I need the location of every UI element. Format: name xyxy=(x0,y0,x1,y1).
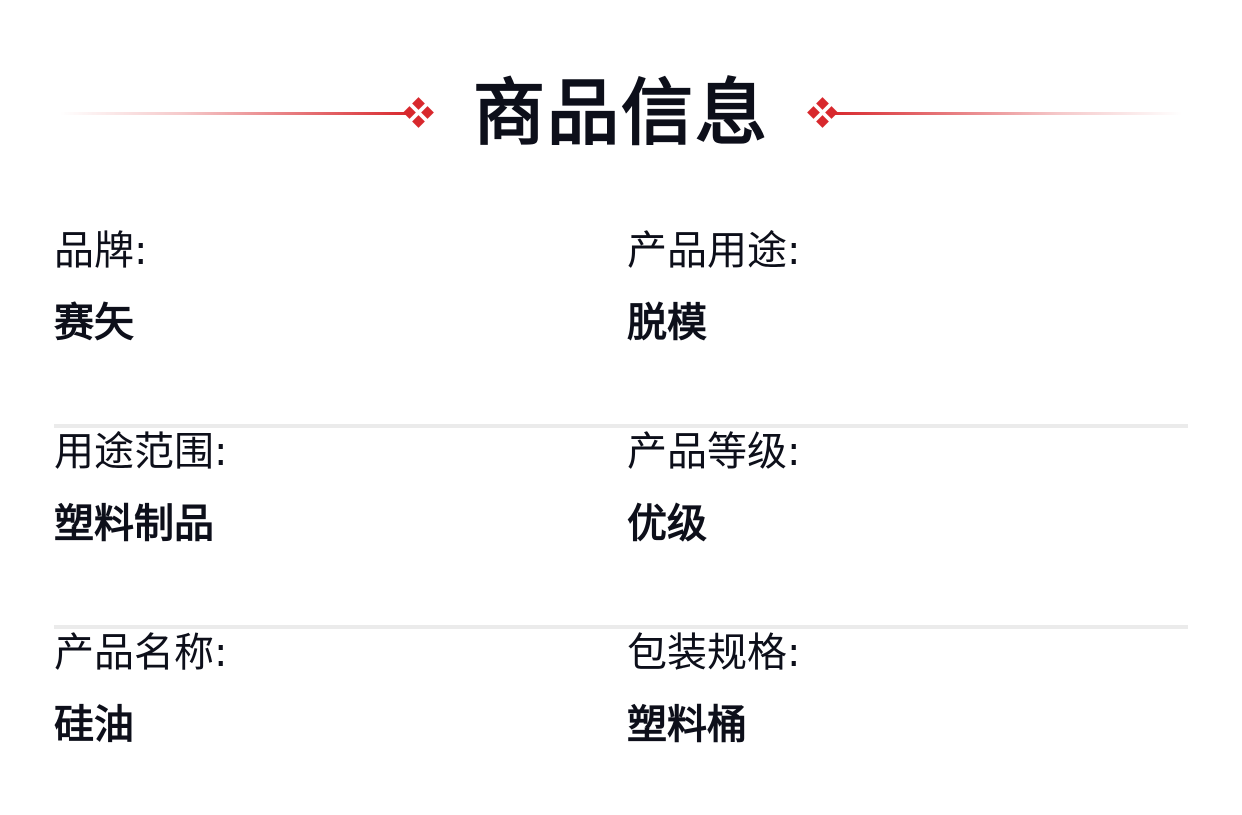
row-divider xyxy=(54,424,1188,428)
info-cell-usage: 产品用途: 脱模 xyxy=(627,226,1187,348)
info-label: 产品等级: xyxy=(627,429,801,475)
info-label: 品牌: xyxy=(54,228,148,274)
info-cell-product-name: 产品名称: 硅油 xyxy=(54,628,614,750)
row-divider xyxy=(54,625,1188,629)
header-right-line xyxy=(832,112,1182,115)
info-label: 用途范围: xyxy=(54,429,228,475)
info-cell-grade: 产品等级: 优级 xyxy=(627,427,1187,549)
info-value: 赛矢 xyxy=(54,300,134,346)
section-header: 商品信息 xyxy=(0,70,1242,156)
header-left-line xyxy=(60,112,410,115)
info-label: 产品名称: xyxy=(54,630,228,676)
section-title: 商品信息 xyxy=(472,71,769,155)
info-value: 硅油 xyxy=(54,702,134,748)
info-value: 优级 xyxy=(627,501,707,547)
info-value: 脱模 xyxy=(627,300,707,346)
info-value: 塑料桶 xyxy=(627,702,747,748)
info-row: 品牌: 赛矢 产品用途: 脱模 xyxy=(54,226,1188,428)
info-cell-application-scope: 用途范围: 塑料制品 xyxy=(54,427,614,549)
info-row: 用途范围: 塑料制品 产品等级: 优级 xyxy=(54,427,1188,629)
info-label: 产品用途: xyxy=(627,228,801,274)
info-cell-packaging: 包装规格: 塑料桶 xyxy=(627,628,1187,750)
info-cell-brand: 品牌: 赛矢 xyxy=(54,226,614,348)
info-row: 产品名称: 硅油 包装规格: 塑料桶 xyxy=(54,628,1188,768)
info-value: 塑料制品 xyxy=(54,501,214,547)
info-label: 包装规格: xyxy=(627,630,801,676)
